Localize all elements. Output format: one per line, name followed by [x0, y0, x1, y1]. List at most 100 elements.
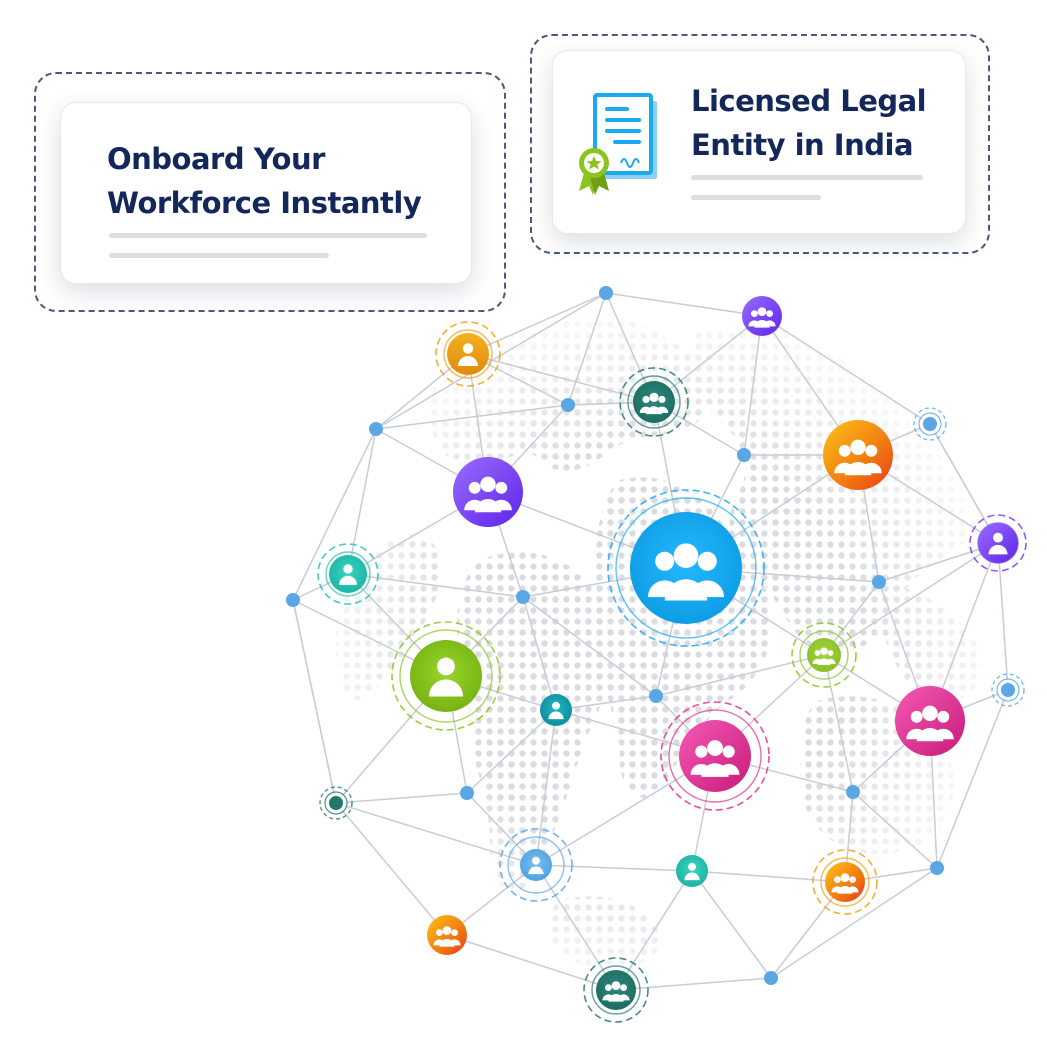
- licensed-card-line-1: [691, 175, 923, 180]
- network-link: [823, 654, 854, 793]
- onboard-card-line-2: [109, 253, 329, 258]
- network-dot: [286, 593, 300, 607]
- network-link: [770, 881, 846, 979]
- group-icon: [831, 873, 859, 894]
- network-link: [466, 792, 537, 866]
- node-group-orange-small: [812, 849, 878, 915]
- network-link: [655, 654, 825, 697]
- network-link: [567, 292, 607, 406]
- network-link: [691, 870, 846, 883]
- node-group-purple-small: [742, 296, 782, 336]
- network-link: [446, 934, 617, 991]
- network-link: [535, 864, 693, 872]
- person-icon: [988, 532, 1008, 555]
- network-dot: [516, 590, 530, 604]
- person-icon: [428, 657, 464, 697]
- node-group-orange-2: [427, 915, 467, 955]
- network-link: [691, 870, 772, 979]
- network-dot: [872, 575, 886, 589]
- person-icon: [338, 564, 358, 585]
- network-dot: [649, 689, 663, 703]
- network-link: [522, 596, 657, 697]
- node-group-lime-small: [791, 622, 857, 688]
- network-dot: [460, 786, 474, 800]
- network-link: [467, 292, 607, 355]
- group-icon: [602, 981, 630, 1002]
- network-dot: [737, 448, 751, 462]
- node-group-teal-2: [583, 957, 649, 1023]
- network-link: [466, 709, 557, 794]
- network-link: [467, 353, 655, 403]
- node-person-purple: [969, 514, 1027, 572]
- onboard-card-title: Onboard Your Workforce Instantly: [107, 142, 422, 220]
- network-link: [535, 709, 557, 866]
- network-dot: [930, 861, 944, 875]
- network-link: [878, 542, 999, 583]
- group-icon: [834, 439, 882, 476]
- group-icon: [647, 543, 725, 601]
- licensed-card-title: Licensed Legal Entity in India: [691, 84, 927, 162]
- node-group-magenta-2: [895, 686, 965, 756]
- group-icon: [812, 647, 836, 665]
- network-link: [522, 596, 557, 711]
- network-dot: [846, 785, 860, 799]
- node-group-magenta: [660, 701, 770, 811]
- network-dot: [561, 398, 575, 412]
- network-link: [335, 802, 448, 936]
- node-person-lime: [391, 621, 501, 731]
- licensed-card: Licensed Legal Entity in India: [552, 50, 966, 234]
- network-link: [852, 791, 938, 869]
- network-link: [770, 867, 938, 979]
- network-link: [605, 292, 763, 317]
- group-icon: [690, 740, 740, 777]
- network-link: [743, 315, 763, 456]
- network-link: [823, 542, 999, 656]
- network-link: [761, 315, 931, 425]
- network-dot: [369, 422, 383, 436]
- licensed-card-line-2: [691, 195, 821, 200]
- group-icon: [464, 476, 512, 513]
- network-link: [535, 864, 617, 991]
- node-person-cyan: [540, 694, 572, 726]
- network-link: [929, 423, 999, 544]
- certificate-icon: [575, 91, 675, 199]
- ribbon-badge-icon: [579, 148, 609, 195]
- node-person-turquoise: [317, 543, 379, 605]
- network-link: [997, 542, 1009, 691]
- person-icon: [684, 862, 700, 881]
- network-nodes: [286, 286, 1027, 1023]
- network-link: [335, 792, 468, 804]
- network-link: [292, 599, 337, 804]
- person-icon: [528, 856, 544, 875]
- group-icon: [748, 307, 776, 328]
- person-icon: [548, 701, 564, 720]
- onboard-card-line-1: [109, 233, 427, 238]
- network-dot-ringed: [319, 786, 353, 820]
- network-link: [335, 802, 537, 866]
- network-link: [375, 404, 569, 430]
- network-dot-ringed: [991, 673, 1025, 707]
- node-person-turquoise-2: [676, 855, 708, 887]
- node-person-sky: [499, 828, 573, 902]
- network-link: [653, 315, 763, 403]
- onboard-card: Onboard Your Workforce Instantly: [60, 102, 472, 284]
- group-icon: [639, 392, 669, 415]
- group-icon: [433, 926, 461, 947]
- network-dot-ringed: [913, 407, 947, 441]
- node-group-teal: [619, 367, 689, 437]
- group-icon: [906, 705, 954, 742]
- person-icon: [458, 343, 478, 366]
- node-main-group: [607, 489, 765, 647]
- licensed-card-frame: [530, 34, 990, 254]
- network-dot: [764, 971, 778, 985]
- network-link: [936, 689, 1009, 869]
- node-person-amber: [435, 321, 501, 387]
- network-link: [615, 977, 772, 991]
- network-link: [347, 428, 377, 575]
- node-group-purple: [453, 457, 523, 527]
- network-link: [292, 428, 377, 601]
- network-link: [555, 695, 657, 711]
- node-group-orange: [823, 420, 893, 490]
- network-dot: [599, 286, 613, 300]
